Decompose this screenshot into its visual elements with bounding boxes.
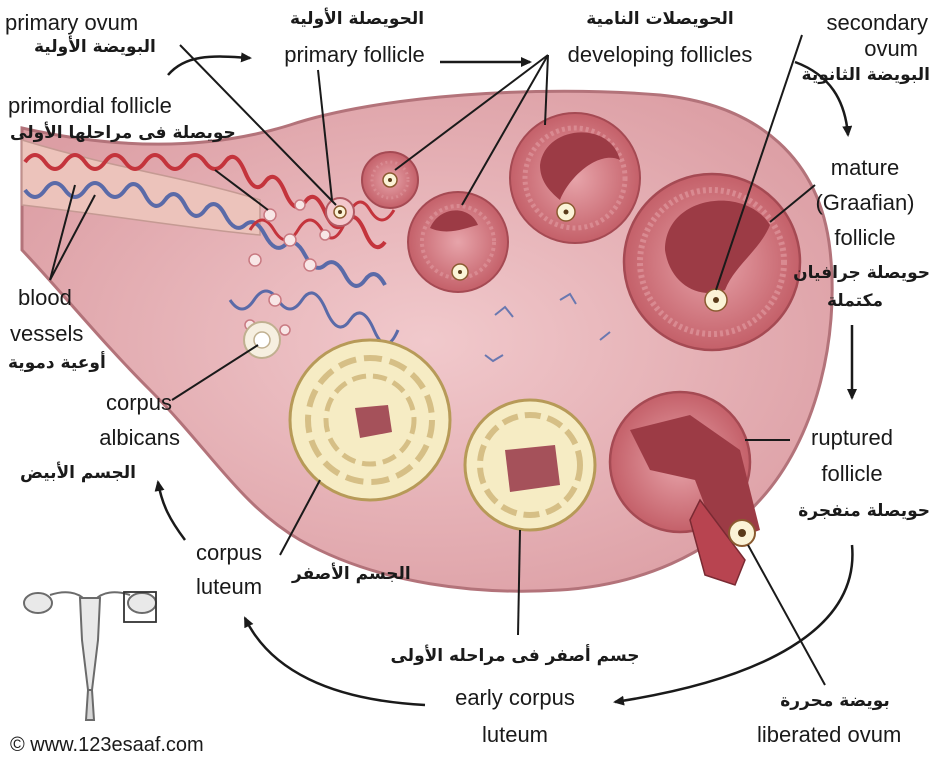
label-blood-vessels-en-2: vessels <box>10 321 83 347</box>
label-secondary-ovum-en-1: secondary <box>780 10 928 36</box>
label-mature-follicle-ar-2: مكتملة <box>800 290 910 312</box>
label-corpus-albicans-en-1: corpus <box>80 390 172 416</box>
label-mature-follicle-ar-1: حويصلة جرافيان <box>775 262 930 284</box>
corpus-luteum <box>290 340 450 500</box>
copyright-text: © www.123esaaf.com <box>10 732 204 758</box>
corpus-albicans-small <box>244 322 280 358</box>
label-primary-follicle-en: primary follicle <box>262 42 447 68</box>
early-corpus-luteum <box>465 400 595 530</box>
label-liberated-ovum-ar: بويضة محررة <box>760 690 910 712</box>
label-ruptured-follicle-ar: حويصلة منفجرة <box>770 500 930 522</box>
mature-graafian-follicle <box>624 174 800 350</box>
primary-follicle <box>326 198 354 226</box>
label-developing-follicles-ar: الحويصلات النامية <box>560 8 760 30</box>
liberated-ovum <box>729 520 755 546</box>
label-primary-ovum-en: primary ovum <box>5 10 138 36</box>
uterus-inset-icon <box>24 592 156 720</box>
developing-follicle-medium <box>408 192 508 292</box>
label-early-corpus-luteum-ar: جسم أصفر فى مراحله الأولى <box>370 645 660 667</box>
label-primary-ovum-ar: البويضة الأولية <box>34 36 156 58</box>
label-corpus-luteum-en-1: corpus <box>196 540 262 566</box>
label-early-corpus-luteum-en-1: early corpus <box>425 685 605 711</box>
label-primordial-follicle-ar: حويصلة فى مراحلها الأولى <box>10 122 236 144</box>
label-secondary-ovum-en-2: ovum <box>780 36 918 62</box>
developing-follicle-small <box>362 152 418 208</box>
label-early-corpus-luteum-en-2: luteum <box>440 722 590 748</box>
arrow-ovum-to-primary-follicle <box>168 57 250 75</box>
arrow-luteum-to-albicans <box>158 482 185 540</box>
label-blood-vessels-en-1: blood <box>18 285 72 311</box>
label-mature-follicle-en-3: follicle <box>810 225 920 251</box>
label-corpus-albicans-ar: الجسم الأبيض <box>20 462 136 484</box>
label-secondary-ovum-ar: البويضة الثانوية <box>780 64 930 86</box>
label-corpus-luteum-en-2: luteum <box>196 574 262 600</box>
label-ruptured-follicle-en-2: follicle <box>792 461 912 487</box>
label-mature-follicle-en-1: mature <box>810 155 920 181</box>
label-liberated-ovum-en: liberated ovum <box>757 722 901 748</box>
label-corpus-albicans-en-2: albicans <box>70 425 180 451</box>
label-ruptured-follicle-en-1: ruptured <box>792 425 912 451</box>
developing-follicle-large <box>510 113 640 243</box>
label-blood-vessels-ar: أوعية دموية <box>8 352 106 374</box>
label-corpus-luteum-ar: الجسم الأصفر <box>292 563 411 585</box>
label-developing-follicles-en: developing follicles <box>535 42 785 68</box>
label-primordial-follicle-en: primordial follicle <box>8 93 172 119</box>
label-primary-follicle-ar: الحويصلة الأولية <box>272 8 442 30</box>
label-mature-follicle-en-2: (Graafian) <box>800 190 930 216</box>
